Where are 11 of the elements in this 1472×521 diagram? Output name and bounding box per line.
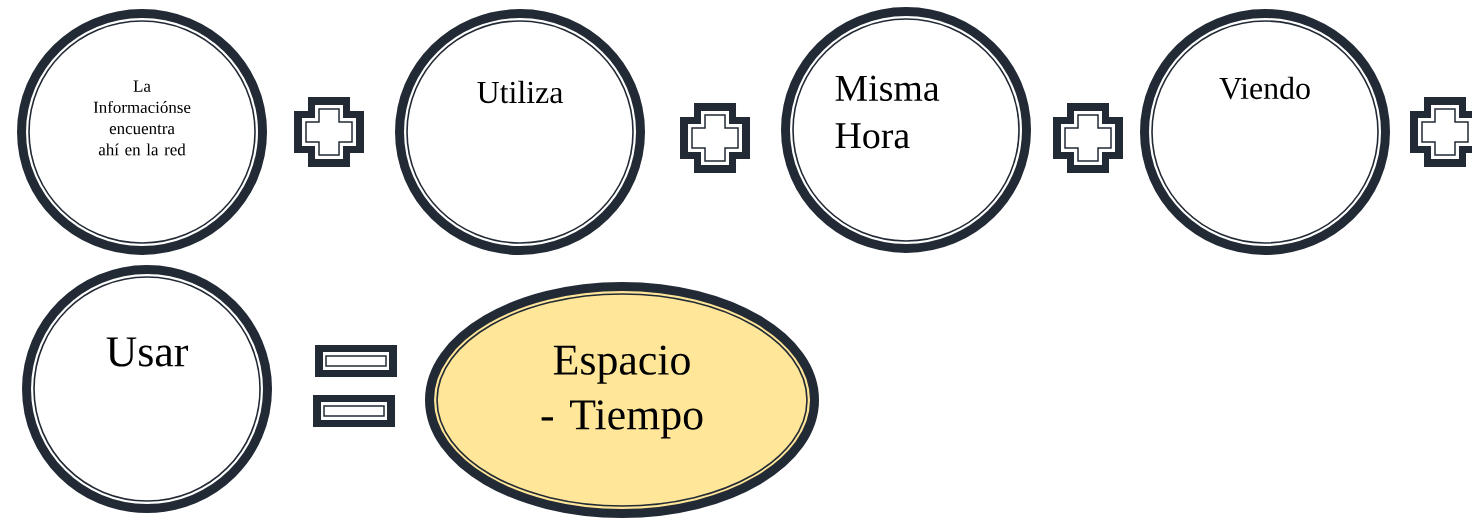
circle-node: Usar [22, 265, 272, 513]
circle-node: Viendo [1140, 9, 1390, 255]
plus-sign [680, 103, 750, 173]
plus-sign [1410, 97, 1472, 167]
plus-sign [1053, 103, 1123, 173]
plus-sign [294, 97, 364, 167]
ellipse-node: Espacio - Tiempo [425, 282, 819, 518]
equals-sign [313, 345, 397, 427]
circle-node: Misma Hora [781, 7, 1031, 253]
circle-node: La Informaciónse encuentra ahí en la red [17, 9, 267, 255]
circle-node: Utiliza [395, 9, 645, 255]
